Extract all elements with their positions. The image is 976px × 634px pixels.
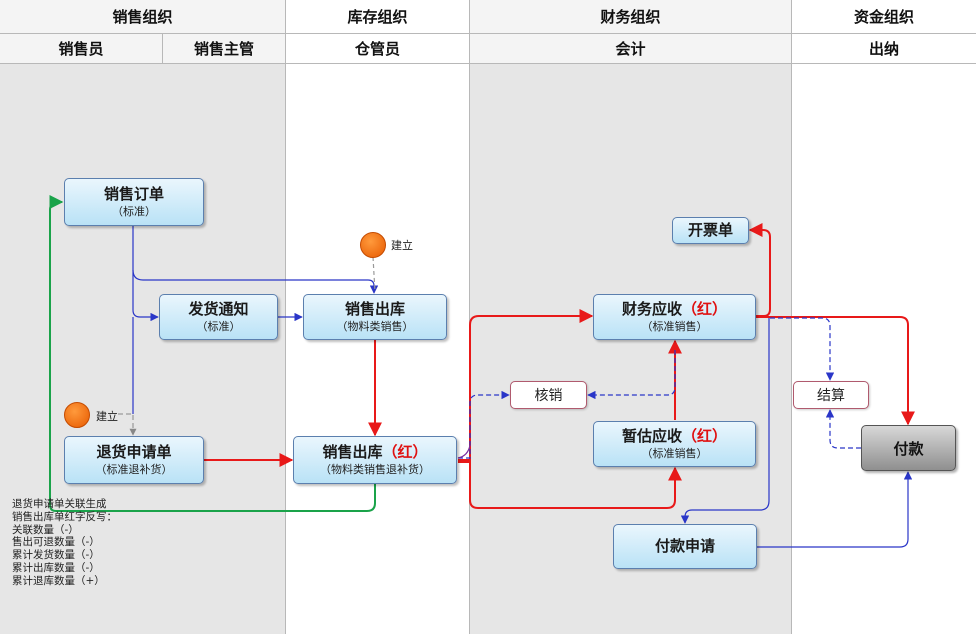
writeback-note: 退货申请单关联生成 销售出库单红字反写： 关联数量（-） 售出可退数量（-） 累… bbox=[12, 498, 117, 588]
node-ar-red-sub: （标准销售） bbox=[641, 320, 708, 333]
node-sales-outbound-red[interactable]: 销售出库（红） （物料类销售退补货） bbox=[293, 436, 457, 484]
node-sales-order-sub: （标准） bbox=[112, 205, 156, 218]
node-ar-red-title: 财务应收（红） bbox=[622, 300, 727, 319]
node-est-ar-red-mark: （红） bbox=[682, 427, 728, 445]
node-delivery-notice-sub: （标准） bbox=[196, 320, 241, 333]
create-circle-return bbox=[64, 402, 90, 428]
lane-header-finance-org: 财务组织 bbox=[470, 0, 792, 34]
node-sales-outbound-sub: （物料类销售） bbox=[336, 320, 414, 333]
node-sales-order-title: 销售订单 bbox=[103, 185, 164, 203]
node-delivery-notice[interactable]: 发货通知 （标准） bbox=[159, 294, 278, 340]
link-ar-to-writeoff bbox=[587, 350, 676, 400]
link-outbound-red-to-ar bbox=[458, 309, 594, 461]
create-label-return: 建立 bbox=[96, 410, 118, 423]
node-sales-outbound-red-mark: （红） bbox=[382, 443, 428, 461]
node-sales-outbound-title: 销售出库 bbox=[344, 300, 405, 318]
link-ar-to-payment-request bbox=[680, 318, 770, 524]
lane-header-inventory-org: 库存组织 bbox=[286, 0, 470, 34]
link-create-to-outbound bbox=[372, 256, 376, 293]
link-payment-request-to-payment bbox=[757, 471, 913, 548]
note-line: 退货申请单关联生成 bbox=[12, 498, 107, 510]
node-ar-red[interactable]: 财务应收（红） （标准销售） bbox=[593, 294, 756, 340]
note-line: 售出可退数量（-） bbox=[12, 536, 100, 549]
node-sales-outbound-red-sub: （物料类销售退补货） bbox=[320, 463, 430, 476]
node-payment-request[interactable]: 付款申请 bbox=[613, 524, 757, 569]
link-ar-to-settlement bbox=[770, 317, 835, 381]
node-est-ar-red[interactable]: 暂估应收（红） （标准销售） bbox=[593, 421, 756, 467]
node-return-request-sub: （标准退补货） bbox=[95, 463, 173, 476]
link-order-to-delivery bbox=[132, 226, 159, 322]
create-label-outbound: 建立 bbox=[391, 239, 413, 252]
role-header-salesperson: 销售员 bbox=[0, 34, 163, 64]
link-outbound-red-violet bbox=[457, 444, 471, 459]
node-writeoff[interactable]: 核销 bbox=[510, 381, 587, 409]
note-line: 累计退库数量（+） bbox=[12, 574, 105, 587]
note-line: 关联数量（-） bbox=[12, 523, 79, 536]
role-header-warehouse-keeper: 仓管员 bbox=[286, 34, 470, 64]
lane-header-sales-org: 销售组织 bbox=[0, 0, 286, 34]
link-outbound-red-to-writeoff bbox=[458, 390, 510, 459]
link-ar-to-invoice bbox=[748, 223, 771, 317]
node-est-ar-red-sub: （标准销售） bbox=[641, 447, 708, 460]
link-order-to-outbound bbox=[132, 269, 379, 294]
node-est-ar-red-title: 暂估应收（红） bbox=[622, 427, 727, 446]
create-circle-outbound bbox=[360, 232, 386, 258]
node-est-ar-red-name: 暂估应收 bbox=[621, 427, 682, 445]
link-ar-to-payment bbox=[756, 316, 915, 426]
node-invoice[interactable]: 开票单 bbox=[672, 217, 749, 244]
node-ar-red-mark: （红） bbox=[682, 300, 728, 318]
link-create-to-return bbox=[118, 413, 137, 436]
node-payment-request-title: 付款申请 bbox=[654, 537, 715, 555]
note-line: 累计发货数量（-） bbox=[12, 549, 100, 562]
link-outbound-red-feedback bbox=[49, 195, 376, 512]
link-payment-to-settlement bbox=[825, 409, 861, 449]
node-sales-order[interactable]: 销售订单 （标准） bbox=[64, 178, 204, 226]
node-return-request-title: 退货申请单 bbox=[96, 443, 172, 461]
note-line: 累计出库数量（-） bbox=[12, 561, 100, 574]
lane-header-fund-org: 资金组织 bbox=[792, 0, 976, 34]
node-return-request[interactable]: 退货申请单 （标准退补货） bbox=[64, 436, 204, 484]
node-ar-red-name: 财务应收 bbox=[621, 300, 682, 318]
role-header-cashier: 出纳 bbox=[792, 34, 976, 64]
node-delivery-notice-title: 发货通知 bbox=[188, 300, 249, 318]
node-sales-outbound-red-title: 销售出库（红） bbox=[322, 443, 427, 462]
note-line: 销售出库单红字反写： bbox=[12, 510, 117, 523]
role-header-sales-manager: 销售主管 bbox=[163, 34, 286, 64]
node-sales-outbound-red-name: 销售出库 bbox=[322, 443, 383, 461]
node-sales-outbound[interactable]: 销售出库 （物料类销售） bbox=[303, 294, 447, 340]
link-outbound-red-to-est-ar bbox=[458, 461, 682, 509]
node-payment[interactable]: 付款 bbox=[861, 425, 956, 471]
node-settlement[interactable]: 结算 bbox=[793, 381, 869, 409]
role-header-accountant: 会计 bbox=[470, 34, 792, 64]
node-invoice-title: 开票单 bbox=[687, 221, 733, 239]
